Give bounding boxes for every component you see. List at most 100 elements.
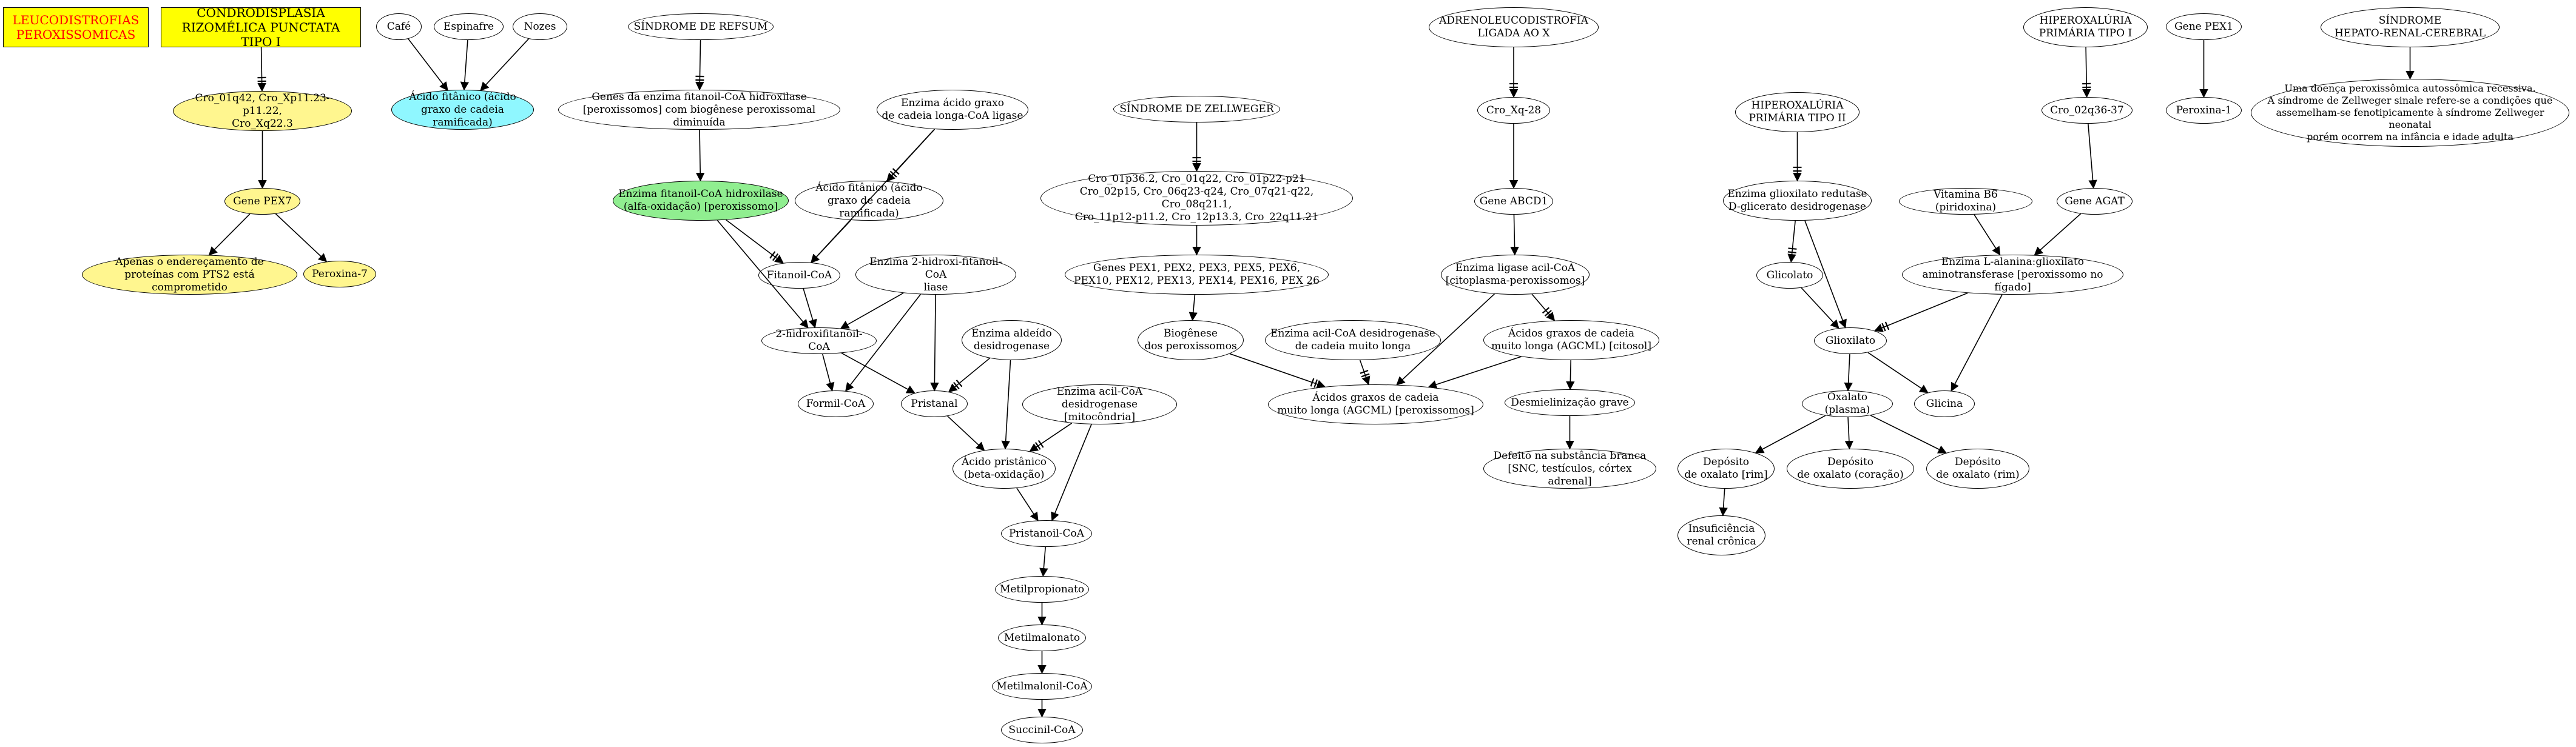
node-enz-2hidroxi: Enzima 2-hidroxi-fitanoil-CoA liase [855,255,1016,295]
node-crom-xq28: Cro_Xq-28 [1477,97,1550,124]
node-hepato-desc: Uma doença peroxissômica autossômica rec… [2251,79,2569,147]
node-nozes: Nozes [513,13,567,40]
edge-enz-acil-mito-to-pristanoil-coa [1051,424,1092,521]
node-defeito: Defeito na substância branca [SNC, testí… [1483,449,1656,489]
edge-tee-mark [1034,442,1041,450]
edge-enz-glioxilato-red-to-glicolato [1787,220,1796,263]
edge-enz-ligase-acil-to-acidos-citosol [1531,293,1556,321]
edge-tee-mark [953,381,960,390]
node-enz-aldeido: Enzima aldeído desidrogenase [962,320,1062,360]
edge-glicolato-to-glioxilato [1801,287,1839,329]
node-formil-coa: Formil-CoA [798,390,874,417]
edge-oxalato-to-deposito-rim [1755,415,1826,454]
title-condrodisplasia: CONDRODISPLASIA RIZOMÉLICA PUNCTATA TIPO… [161,5,361,49]
node-metilmalonato: Metilmalonato [998,625,1086,651]
edge-oxalato-to-deposito-coracao [1844,417,1854,450]
edge-oxalato-to-deposito-rim-2 [1870,415,1947,454]
node-fitanoil-coa: Fitanoil-CoA [758,262,840,289]
edge-tee-mark [1361,373,1370,378]
node-gene-pex7: Gene PEX7 [224,188,300,215]
node-crom-2q36: Cro_02q36-37 [2042,97,2133,124]
edge-vitamina-b6-to-enz-alanina [1974,214,2001,256]
edge-crom-2q36-to-gene-agat [2088,123,2097,189]
node-genes-fitanoil: Genes da enzima fitanoil-CoA hidroxilase… [558,90,840,130]
edge-tee-mark [1037,440,1044,448]
node-enz-acil-mito: Enzima acil-CoA desidrogenase [mitocôndr… [1022,384,1177,424]
node-insuficiencia: Insuficiência renal crônica [1677,515,1765,555]
node-gene-pex1: Gene PEX1 [2166,13,2242,40]
node-enz-glioxilato-red: Enzima glioxilato redutase D-glicerato d… [1723,181,1872,221]
edge-pristanoil-coa-to-metilpropionato [1039,546,1048,577]
node-adreno: ADRENOLEUCODISTROFIA LIGADA AO X [1429,7,1599,47]
edge-acidos-citosol-to-desmielinizacao [1566,360,1575,390]
node-crom-zell: Cro_01p36.2, Cro_01q22, Cro_01p22-p21 Cr… [1040,171,1353,226]
edge-2hidroxifitanoil-to-formil-coa [822,353,835,392]
edge-genes-pex-to-biogenese [1189,294,1198,321]
edge-enz-acil-mito-to-acido-pristanico [1029,423,1073,452]
node-pristanal: Pristanal [901,390,968,417]
edge-nozes-to-acido-fitanico [480,38,529,92]
node-gene-abcd1: Gene ABCD1 [1474,188,1553,215]
node-succinil-coa: Succinil-CoA [1001,717,1083,743]
node-enz-ligase-longa: Enzima ácido graxo de cadeia longa-CoA l… [877,90,1028,130]
edge-gene-pex7-to-pts2 [208,213,251,256]
node-crom-rcp: Cro_01q42, Cro_Xp11.23-p11.22, Cro_Xq22.… [173,91,352,131]
node-enz-ligase-acil: Enzima ligase acil-CoA [citoplasma-perox… [1441,255,1590,295]
edge-enz-2hidroxi-to-formil-coa [845,293,922,392]
node-hepato: SÍNDROME HEPATO-RENAL-CEREBRAL [2321,7,2500,47]
edge-enz-fitanoil-to-fitanoil-coa [726,219,784,264]
node-deposito-rim: Depósito de oxalato [rim] [1677,449,1775,489]
edge-tee-mark [1788,247,1797,250]
edge-2hidroxifitanoil-to-pristanal [841,352,915,394]
edge-deposito-rim-to-insuficiencia [1719,488,1728,517]
edge-title-condrodisplasia-to-crom-rcp [257,47,266,92]
node-glioxilato: Glioxilato [1814,327,1887,354]
node-acido-fitanico: Ácido fitânico (ácido graxo de cadeia ra… [391,90,534,130]
edge-enz-aldeido-to-pristanal [948,358,990,393]
edge-pristanal-to-acido-pristanico [947,415,985,451]
node-2hidroxifitanoil: 2-hidroxifitanoil-CoA [761,327,877,354]
edge-enz-2hidroxi-to-2hidroxifitanoil [840,292,904,329]
node-desmielinizacao: Desmielinização grave [1505,389,1635,416]
node-peroxina7: Peroxina-7 [303,261,376,287]
edge-tee-mark [769,251,776,259]
edge-acido-pristanico-to-pristanoil-coa [1016,487,1039,521]
node-acidos-perox: Ácidos graxos de cadeia muito longa (AGC… [1268,384,1483,424]
node-hiper1: HIPEROXALÚRIA PRIMÁRIA TIPO I [2023,7,2148,47]
node-deposito-coracao: Depósito de oxalato (coração) [1787,449,1914,489]
edge-biogenese-to-acidos-perox [1229,353,1326,389]
edge-tee-mark [1310,378,1315,387]
node-glicina: Glicina [1914,390,1975,417]
edge-glioxilato-to-glicina [1867,352,1929,394]
edge-espinafre-to-acido-fitanico [460,39,470,91]
node-enz-alanina: Enzima L-alanina:glioxilato aminotransfe… [1902,255,2123,295]
edge-enz-ligase-acil-to-acidos-perox [1396,293,1495,386]
edge-fitanoil-coa-to-2hidroxifitanoil [803,288,817,329]
node-genes-pex: Genes PEX1, PEX2, PEX3, PEX5, PEX6, PEX1… [1065,255,1329,295]
title-leucodistrofias: LEUCODISTROFIAS PEROXISSOMICAS [3,7,149,47]
edge-tee-mark [956,380,963,387]
node-glicolato: Glicolato [1756,262,1823,289]
edge-cafe-to-acido-fitanico [408,38,448,91]
node-zellweger: SÍNDROME DE ZELLWEGER [1113,96,1280,122]
edge-gene-pex7-to-peroxina7 [275,213,328,263]
node-acidos-citosol: Ácidos graxos de cadeia muito longa (AGC… [1483,320,1659,360]
node-enz-acil-longa: Enzima acil-CoA desidrogenase de cadeia … [1265,320,1441,360]
edge-tee-mark [1544,310,1552,317]
node-metilmalonil-coa: Metilmalonil-CoA [992,673,1092,700]
node-vitamina-b6: Vitamina B6 (piridoxina) [1899,188,2032,215]
node-deposito-rim-2: Depósito de oxalato (rim) [1926,449,2029,489]
node-peroxina1: Peroxina-1 [2166,97,2242,124]
edge-enz-alanina-to-glioxilato [1873,292,1968,332]
node-espinafre: Espinafre [434,13,504,40]
node-pristanoil-coa: Pristanoil-CoA [1001,520,1092,547]
edge-tee-mark [1542,307,1549,314]
node-oxalato: Oxalato (plasma) [1802,390,1893,417]
node-pts2: Apenas o endereçamento de proteínas com … [82,255,297,295]
node-biogenese: Biogênese dos peroxissomos [1138,320,1244,360]
edge-tee-mark [772,253,779,261]
edge-acido-fitanico-2-to-fitanoil-coa [811,219,852,264]
edge-enz-2hidroxi-to-pristanal [930,294,939,392]
node-acido-fitanico-2: Ácido fitânico (ácido graxo de cadeia ra… [795,181,943,221]
